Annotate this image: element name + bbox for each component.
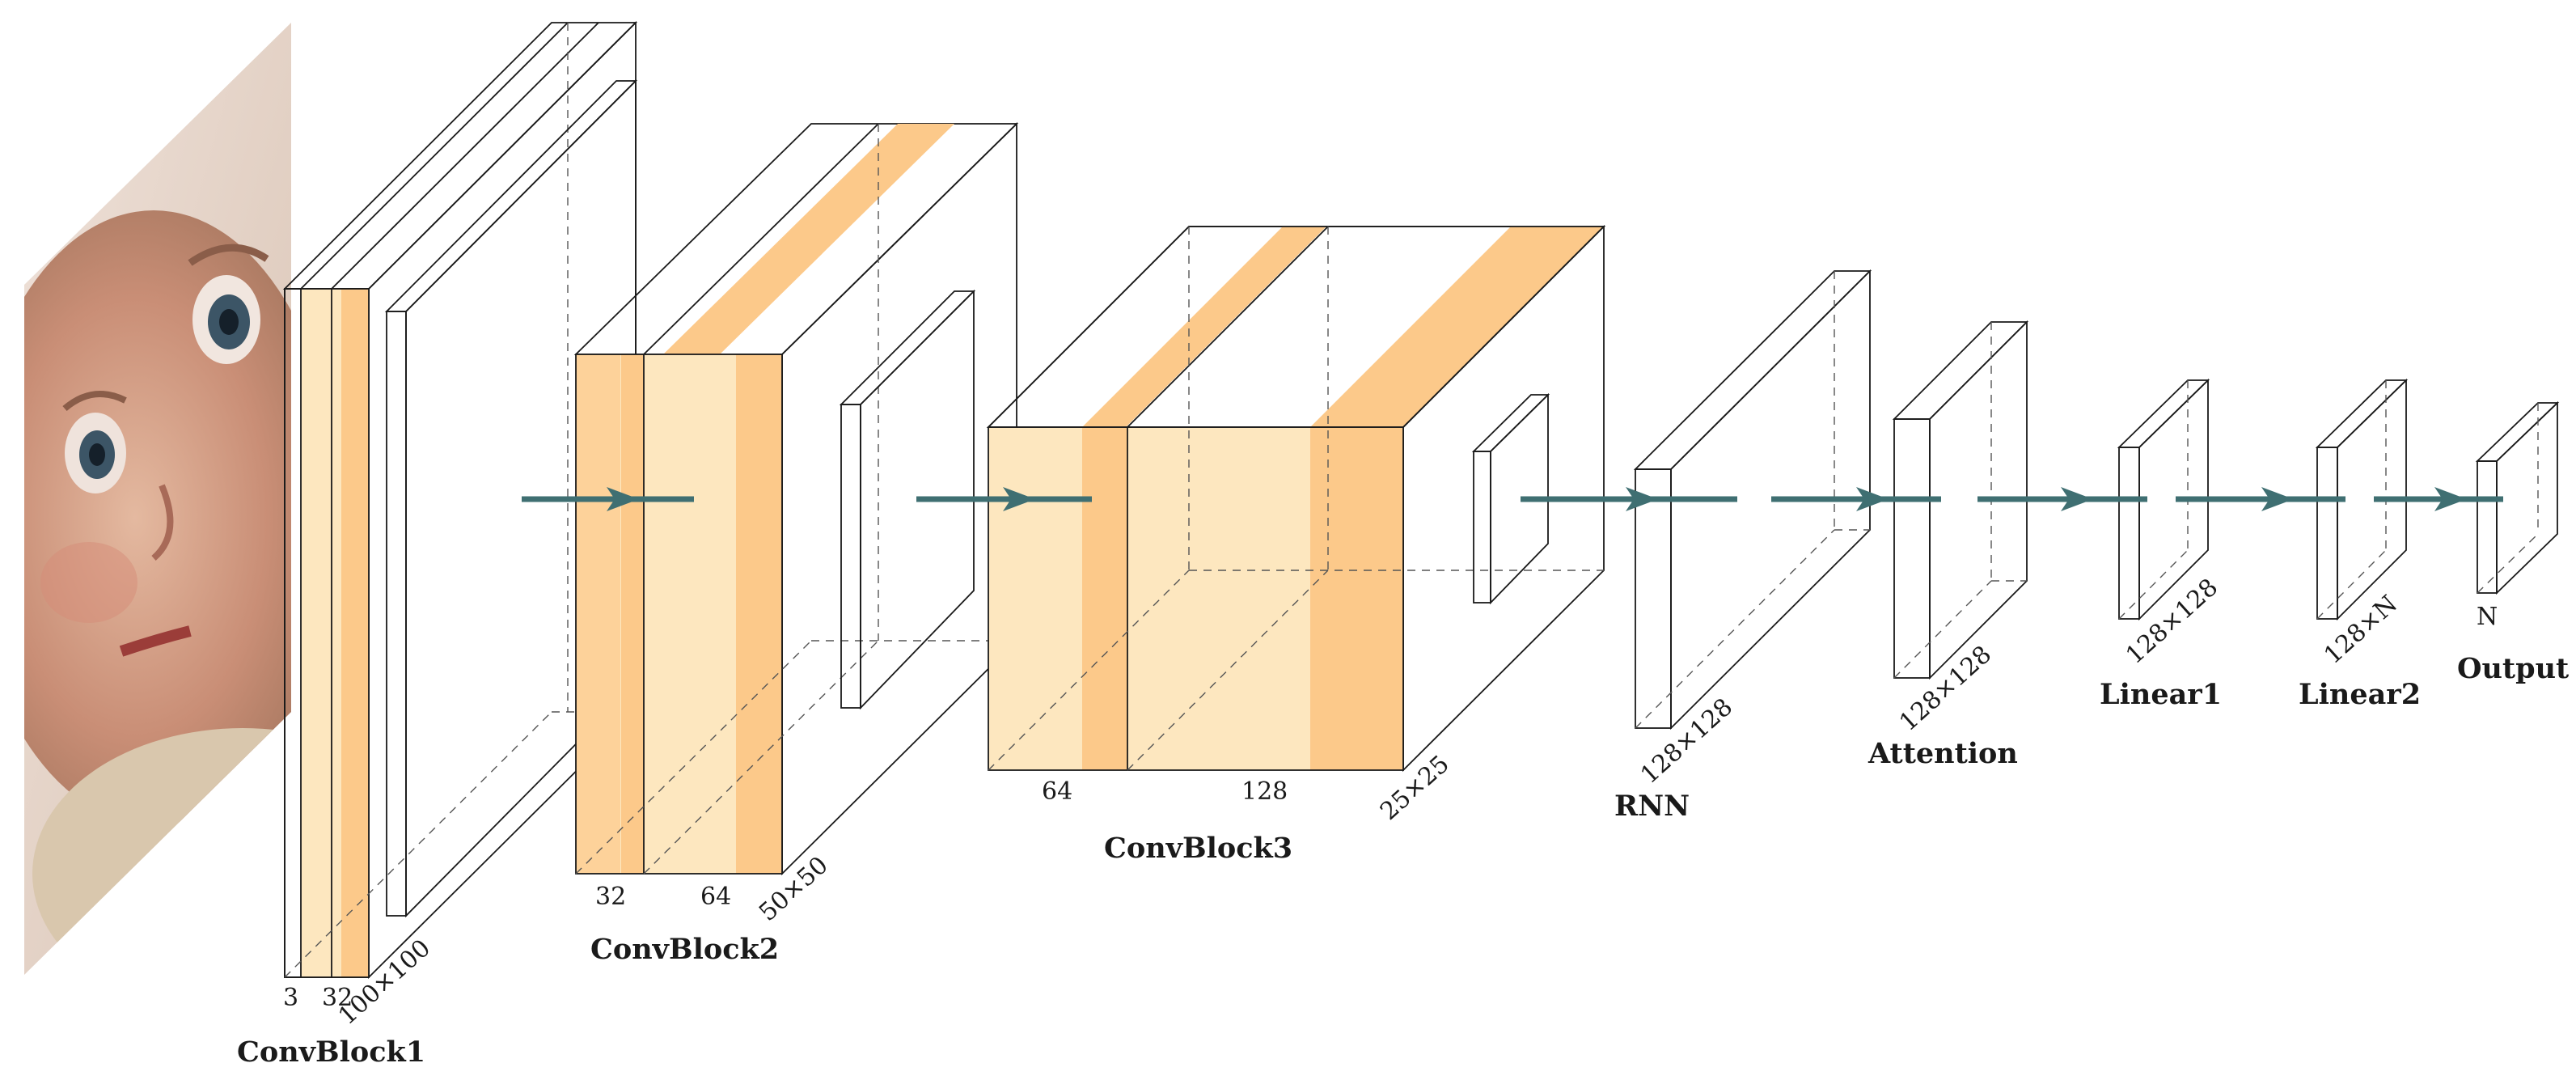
conv-block-3-dim-channels-out: 128: [1241, 777, 1288, 806]
linear2-block: 128×N Linear2: [2299, 378, 2421, 711]
rnn-caption: RNN: [1614, 790, 1690, 823]
rnn-block: 128×128 RNN: [1614, 269, 1872, 823]
linear1-block: 128×128 Linear1: [2100, 378, 2223, 711]
attention-caption: Attention: [1867, 737, 2018, 770]
conv-block-1-dim-channels-in: 3: [283, 984, 298, 1012]
conv-block-1-dim-channels-out: 32: [322, 984, 353, 1012]
attention-dim: 128×128: [1894, 640, 1997, 736]
conv-block-1-caption: ConvBlock1: [237, 1036, 425, 1069]
conv-block-3-caption: ConvBlock3: [1104, 832, 1292, 865]
conv-block-3: 64 128 25×25 ConvBlock3: [986, 224, 1606, 865]
linear2-caption: Linear2: [2299, 678, 2421, 711]
linear1-caption: Linear1: [2100, 678, 2222, 711]
output-block: N Output: [2457, 400, 2569, 685]
conv-block-2-dim-channels-out: 64: [700, 883, 731, 911]
rnn-dim: 128×128: [1635, 692, 1738, 789]
conv-block-2: 32 64 50×50 ConvBlock2: [573, 121, 1019, 966]
output-caption: Output: [2457, 652, 2569, 685]
conv-block-3-pool: [1471, 392, 1550, 605]
output-dim: N: [2477, 603, 2498, 631]
conv-block-2-pool: [839, 289, 976, 710]
attention-block: 128×128 Attention: [1867, 320, 2029, 770]
linear1-dim: 128×128: [2121, 573, 2223, 669]
conv-block-2-caption: ConvBlock2: [590, 933, 779, 966]
input-image: [24, 23, 291, 975]
conv-block-2-dim-channels-in: 32: [595, 883, 626, 911]
conv-block-3-dim-channels-in: 64: [1042, 777, 1072, 806]
linear2-dim: 128×N: [2319, 590, 2403, 670]
